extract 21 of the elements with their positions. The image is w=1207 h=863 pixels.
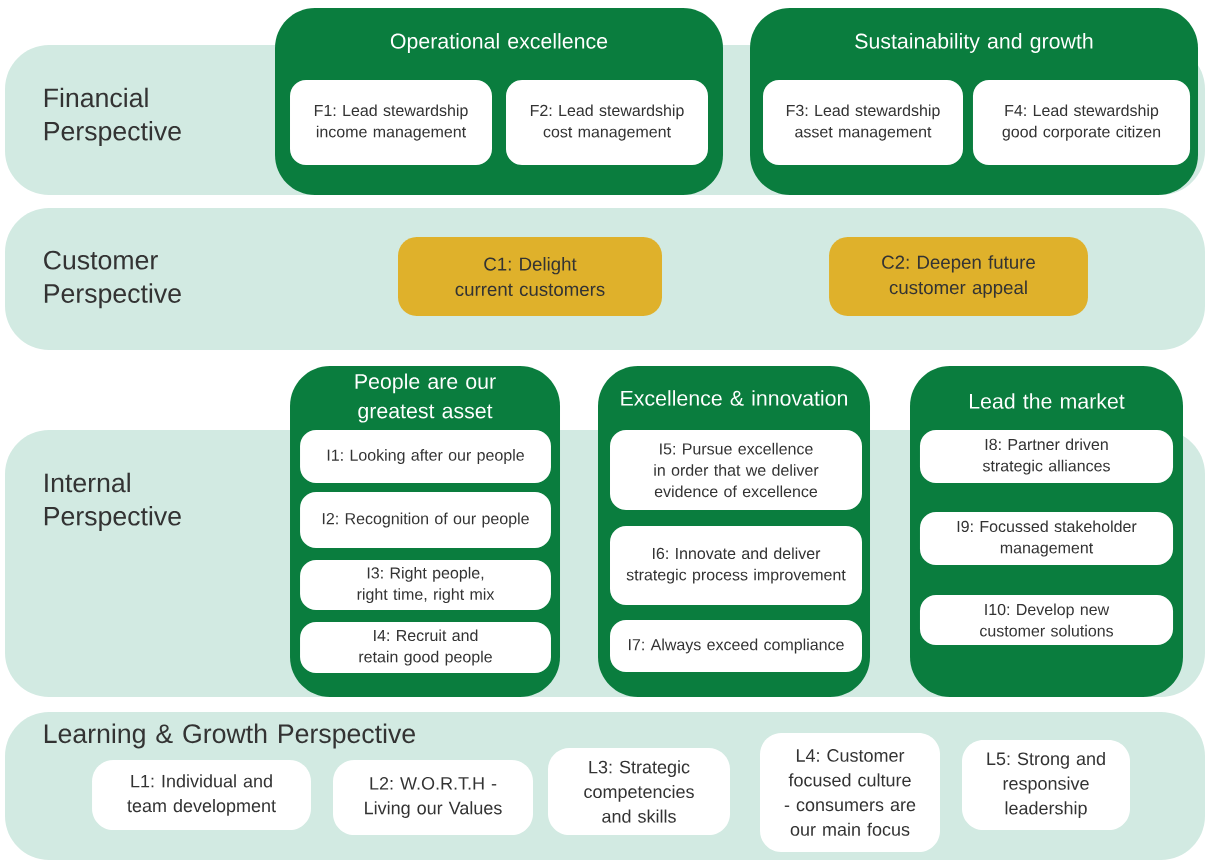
objective-box: I5: Pursue excellence in order that we deliver evidence of excellence (610, 430, 862, 510)
objective-box: I7: Always exceed compliance (610, 620, 862, 672)
objective-box: F4: Lead stewardship good corporate citizen (972, 79, 1191, 166)
objective-box: I6: Innovate and deliver strategic process improvement (610, 526, 862, 605)
objective-box: I4: Recruit and retain good people (300, 622, 551, 673)
objective-box: F3: Lead stewardship asset management (763, 79, 963, 166)
objective-box: C2: Deepen future customer appeal (829, 237, 1088, 316)
objective-box: I3: Right people, right time, right mix (300, 560, 551, 610)
objective-box: I2: Recognition of our people (300, 492, 551, 548)
objective-box: I9: Focussed stakeholder management (919, 511, 1174, 566)
objective-box: L3: Strategic competencies and skills (548, 748, 730, 835)
objective-box: L5: Strong and responsive leadership (962, 740, 1130, 830)
objective-box: L4: Customer focused culture - consumers are our main focus (760, 733, 940, 852)
objective-box: L2: W.O.R.T.H - Living our Values (333, 760, 533, 835)
objective-box: C1: Delight current customers (398, 237, 662, 316)
objective-box: I1: Looking after our people (300, 429, 551, 484)
objective-box: I10: Develop new customer solutions (919, 595, 1174, 645)
objective-box: F1: Lead stewardship income management (290, 79, 492, 166)
objective-box: F2: Lead stewardship cost management (506, 79, 708, 166)
objective-box: L1: Individual and team development (92, 760, 311, 830)
objective-box: I8: Partner driven strategic alliances (919, 429, 1174, 484)
